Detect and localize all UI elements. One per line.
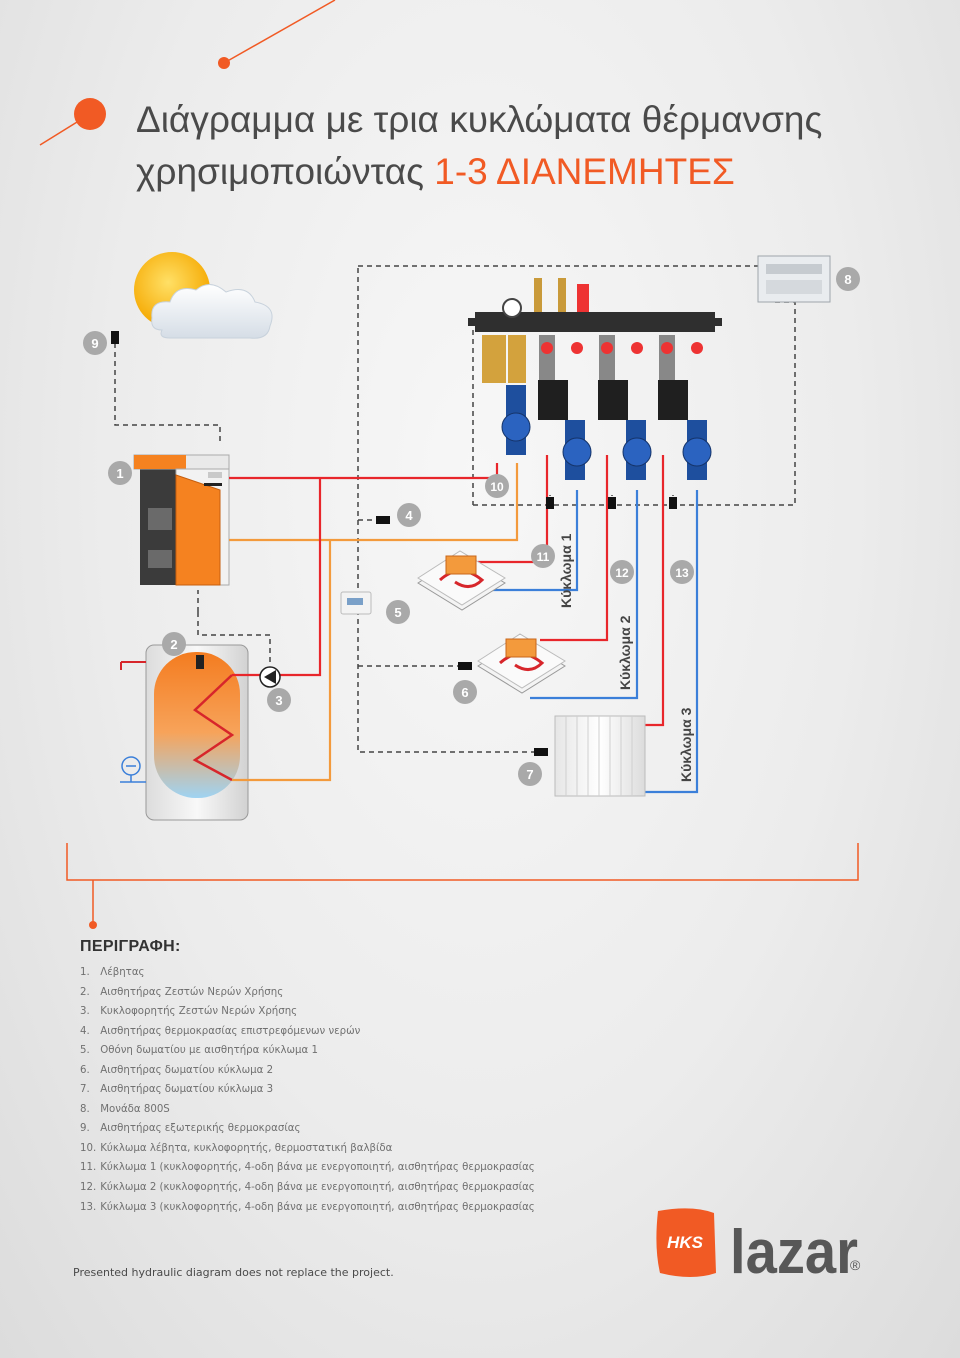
description-item-text: Κύκλωμα 1 (κυκλοφορητής, 4-οδη βάνα με ε… [100, 1162, 535, 1174]
description-item-text: Αισθητήρας θερμοκρασίας επιστρεφόμενων ν… [100, 1025, 361, 1037]
description-item: 4. Αισθητήρας θερμοκρασίας επιστρεφόμενω… [80, 1022, 535, 1042]
svg-text:8: 8 [844, 272, 851, 287]
description-item-number: 7. [80, 1084, 90, 1096]
description-item-number: 1. [80, 967, 90, 978]
badge-10: 10 [485, 474, 509, 498]
description-item-number: 3. [80, 1006, 90, 1018]
svg-text:4: 4 [405, 508, 413, 523]
svg-text:6: 6 [461, 685, 468, 700]
description-item-text: Αισθητήρας Ζεστών Νερών Χρήσης [100, 986, 284, 998]
badge-3: 3 [267, 688, 291, 712]
description-item-text: Κυκλοφορητής Ζεστών Νερών Χρήσης [100, 1006, 298, 1018]
badge-1: 1 [108, 461, 132, 485]
description-item: 10. Κύκλωμα λέβητα, κυκλοφορητής, θερμοσ… [80, 1139, 535, 1159]
title-line-2-accent: 1-3 ΔΙΑΝΕΜΗΤΕΣ [434, 151, 735, 192]
description-item-number: 9. [80, 1123, 90, 1135]
description-item-text: Κύκλωμα 3 (κυκλοφορητής, 4-οδη βάνα με ε… [100, 1201, 535, 1213]
description-item: 11. Κύκλωμα 1 (κυκλοφορητής, 4-οδη βάνα … [80, 1158, 535, 1178]
title-line-2-prefix: χρησιμοποιώντας [136, 151, 435, 192]
badge-5: 5 [386, 600, 410, 624]
floor-heating-circuit-2 [477, 633, 566, 694]
badge-13: 13 [670, 560, 694, 584]
description-item-number: 10. [80, 1142, 97, 1154]
description-item-text: Κύκλωμα λέβητα, κυκλοφορητής, θερμοστατι… [100, 1142, 393, 1154]
description-item-text: Αισθητήρας δωματίου κύκλωμα 3 [100, 1084, 274, 1096]
description-item-text: Οθόνη δωματίου με αισθητήρα κύκλωμα 1 [100, 1045, 318, 1057]
svg-text:10: 10 [490, 480, 504, 494]
svg-text:®: ® [850, 1257, 861, 1273]
badge-11: 11 [531, 544, 555, 568]
svg-text:9: 9 [91, 336, 98, 351]
circuit-pumps [501, 335, 712, 480]
page-title: Διάγραμμα με τρια κυκλώματα θέρμανσης χρ… [136, 94, 822, 198]
badge-2: 2 [162, 632, 186, 656]
boiler [133, 454, 230, 586]
description-item-number: 11. [80, 1162, 97, 1174]
circuit-1-label: Κύκλωμα 1 [558, 533, 574, 608]
description-item: 12. Κύκλωμα 2 (κυκλοφορητής, 4-οδη βάνα … [80, 1178, 535, 1198]
description-item-text: Κύκλωμα 2 (κυκλοφορητής, 4-οδη βάνα με ε… [100, 1182, 535, 1194]
description-item: 8. Μονάδα 800S [80, 1100, 535, 1120]
description-item: 5. Οθόνη δωματίου με αισθητήρα κύκλωμα 1 [80, 1041, 535, 1061]
description-item-number: 6. [80, 1064, 90, 1076]
svg-text:11: 11 [537, 550, 550, 564]
bottom-bracket [66, 843, 859, 925]
badge-7: 7 [518, 762, 542, 786]
footnote: Presented hydraulic diagram does not rep… [73, 1266, 394, 1279]
description-item-number: 4. [80, 1025, 90, 1037]
badge-4: 4 [397, 503, 421, 527]
description-item-text: Λέβητας [100, 967, 145, 978]
dhw-tank [120, 644, 249, 821]
svg-text:2: 2 [170, 637, 177, 652]
badge-6: 6 [453, 680, 477, 704]
dhw-pump-icon [259, 666, 281, 688]
svg-text:5: 5 [394, 605, 401, 620]
description-item: 2. Αισθητήρας Ζεστών Νερών Χρήσης [80, 983, 535, 1003]
description-item: 6. Αισθητήρας δωματίου κύκλωμα 2 [80, 1061, 535, 1081]
description-item: 9. Αισθητήρας εξωτερικής θερμοκρασίας [80, 1119, 535, 1139]
circuit-3-label: Κύκλωμα 3 [678, 707, 694, 782]
svg-text:7: 7 [526, 767, 533, 782]
top-decoration [39, 0, 336, 146]
badge-8: 8 [836, 267, 860, 291]
radiator [554, 715, 646, 797]
pipes [229, 455, 699, 794]
description-item-number: 5. [80, 1045, 90, 1057]
hks-lazar-logo: HKS lazar ® [656, 1208, 861, 1283]
description-item-text: Αισθητήρας εξωτερικής θερμοκρασίας [100, 1123, 301, 1135]
description-item: 3. Κυκλοφορητής Ζεστών Νερών Χρήσης [80, 1002, 535, 1022]
description-heading: ΠΕΡΙΓΡΑΦΗ: [80, 938, 181, 955]
room-display [340, 591, 372, 615]
badge-12: 12 [610, 560, 634, 584]
sun-cloud-icon [134, 252, 273, 339]
description-item-number: 8. [80, 1103, 90, 1115]
svg-text:HKS: HKS [667, 1233, 704, 1252]
description-item-text: Αισθητήρας δωματίου κύκλωμα 2 [100, 1064, 274, 1076]
svg-text:1: 1 [116, 466, 123, 481]
svg-text:lazar: lazar [730, 1218, 858, 1283]
description-item: 7. Αισθητήρας δωματίου κύκλωμα 3 [80, 1080, 535, 1100]
floor-heating-circuit-1 [417, 550, 506, 611]
svg-text:13: 13 [675, 566, 689, 580]
svg-text:3: 3 [275, 693, 282, 708]
description-item: 13. Κύκλωμα 3 (κυκλοφορητής, 4-οδη βάνα … [80, 1198, 535, 1218]
circuit-2-label: Κύκλωμα 2 [617, 615, 633, 690]
description-item-number: 13. [80, 1201, 97, 1213]
manifold [468, 278, 722, 383]
badge-9: 9 [83, 331, 107, 355]
sensors [111, 331, 677, 756]
description-item-number: 12. [80, 1182, 97, 1194]
description-item: 1. Λέβητας [80, 963, 535, 983]
svg-text:12: 12 [615, 566, 629, 580]
description-item-text: Μονάδα 800S [100, 1103, 170, 1115]
description-item-number: 2. [80, 986, 90, 998]
controller-800s [757, 255, 831, 303]
bracket-dot [89, 921, 97, 929]
title-line-1: Διάγραμμα με τρια κυκλώματα θέρμανσης [136, 99, 823, 140]
